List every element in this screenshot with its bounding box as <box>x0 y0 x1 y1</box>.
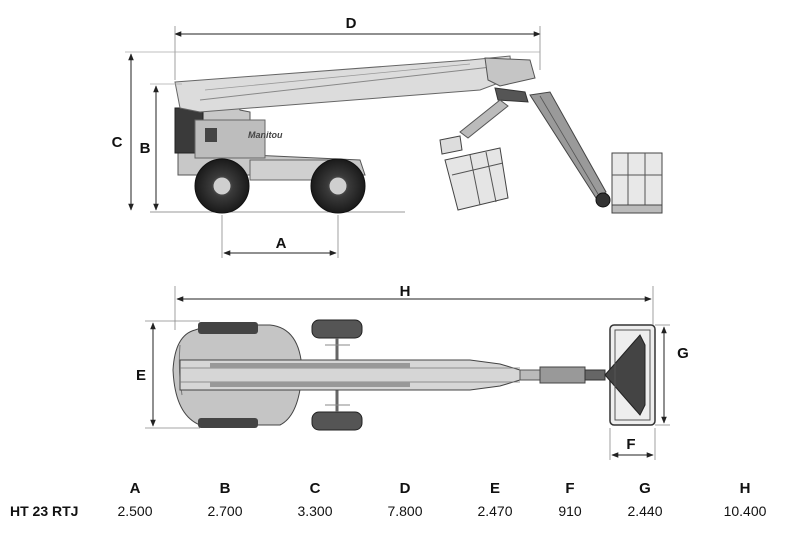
rear-wheel-hub <box>212 176 232 196</box>
table-cell: 2.500 <box>117 503 153 519</box>
jib-top <box>519 369 541 381</box>
column-header: D <box>399 480 411 497</box>
basket-bracket <box>604 334 646 416</box>
decal-box <box>205 128 217 142</box>
jib-joint <box>494 87 529 103</box>
control-box <box>439 135 463 155</box>
table-cell: 910 <box>558 503 582 519</box>
table-cell: 2.440 <box>627 503 663 519</box>
table-cell: 7.800 <box>387 503 423 519</box>
dimension-label-a: A <box>276 235 287 252</box>
front-wheel-hub <box>328 176 348 196</box>
boom-head <box>484 57 536 87</box>
column-header: A <box>129 480 141 497</box>
column-header: C <box>309 480 321 497</box>
jib-rotator <box>595 192 611 208</box>
front-left-wheel <box>311 319 363 339</box>
jib-lowered <box>459 99 509 139</box>
column-header: F <box>565 480 575 497</box>
dimension-label-h: H <box>400 283 411 300</box>
manitou-logo: Manitou <box>248 130 283 140</box>
dimension-label-f: F <box>626 436 635 453</box>
dimension-label-e: E <box>136 367 146 384</box>
dimension-label-g: G <box>677 345 689 362</box>
column-header: B <box>219 480 231 497</box>
front-right-wheel <box>311 411 363 431</box>
top-view: H E G F <box>136 283 689 460</box>
table-cell: 10.400 <box>723 503 767 519</box>
table-row: HT 23 RTJ 2.500 2.700 3.300 7.800 2.470 … <box>0 503 800 519</box>
side-view: Manitou D <box>112 15 663 258</box>
basket-ground <box>611 152 663 214</box>
dimensions-table: A B C D E F G H HT 23 RTJ 2.500 2.700 3.… <box>0 478 800 519</box>
counterweight <box>194 119 266 159</box>
column-header: G <box>639 480 651 497</box>
table-cell: 2.470 <box>477 503 513 519</box>
basket-tilted <box>444 147 509 211</box>
dimension-label-b: B <box>140 140 151 157</box>
column-header: H <box>739 480 751 497</box>
dimension-label-c: C <box>112 134 123 151</box>
table-header-row: A B C D E F G H <box>0 478 800 503</box>
table-cell: 2.700 <box>207 503 243 519</box>
dimension-label-d: D <box>346 15 357 32</box>
turret-cover <box>198 322 258 334</box>
column-header: E <box>489 480 500 497</box>
model-name: HT 23 RTJ <box>10 503 79 519</box>
table-cell: 3.300 <box>297 503 333 519</box>
table-corner <box>0 478 90 503</box>
jib-arm <box>529 91 607 199</box>
